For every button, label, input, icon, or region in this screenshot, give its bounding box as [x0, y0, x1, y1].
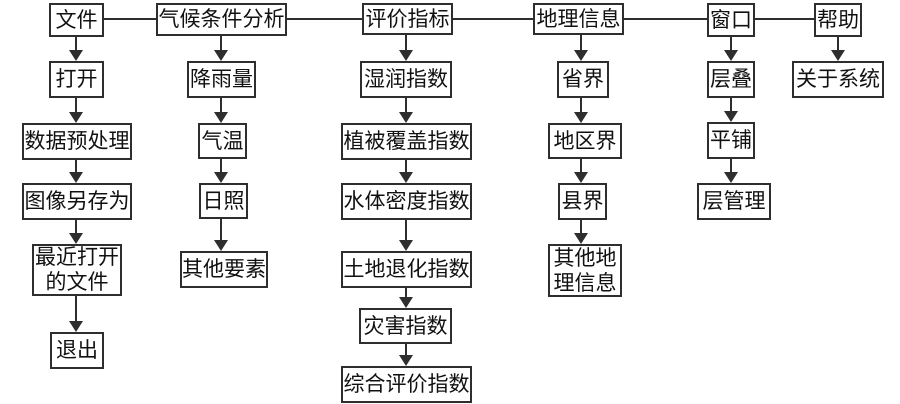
down-arrow-connector: [399, 35, 413, 61]
down-arrow-connector: [831, 37, 845, 61]
node-recent-files: 最近打开 的文件: [32, 244, 122, 296]
node-vegetation-cover-index: 植被覆盖指数: [341, 123, 472, 160]
node-other-geographic-info: 其他地 理信息: [548, 244, 622, 297]
down-arrow-connector: [399, 220, 413, 251]
node-land-degradation-index: 土地退化指数: [341, 251, 472, 288]
node-region-boundary: 地区界: [548, 123, 622, 159]
down-arrow-connector: [724, 37, 738, 61]
node-open: 打开: [49, 61, 104, 98]
node-about-system: 关于系统: [792, 61, 884, 98]
down-arrow-connector: [574, 35, 588, 61]
node-cascade: 层叠: [707, 61, 755, 98]
down-arrow-connector: [69, 98, 83, 123]
down-arrow-connector: [399, 344, 413, 366]
node-layer-management: 层管理: [697, 183, 771, 220]
down-arrow-connector: [214, 219, 228, 251]
node-geographic-info: 地理信息: [533, 3, 624, 35]
node-moisture-index: 湿润指数: [360, 61, 452, 98]
node-help: 帮助: [814, 3, 862, 37]
node-tile: 平铺: [707, 122, 755, 159]
down-arrow-connector: [69, 37, 83, 61]
node-file: 文件: [49, 3, 104, 37]
down-arrow-connector: [214, 98, 228, 123]
node-exit: 退出: [50, 332, 104, 369]
node-save-image-as: 图像另存为: [22, 183, 132, 220]
menu-level-connector-line: [104, 18, 814, 20]
node-rainfall: 降雨量: [187, 61, 256, 98]
down-arrow-connector: [399, 160, 413, 183]
node-evaluation-index: 评价指标: [362, 3, 453, 35]
down-arrow-connector: [399, 288, 413, 308]
down-arrow-connector: [399, 98, 413, 123]
node-climate-analysis: 气候条件分析: [156, 3, 287, 36]
down-arrow-connector: [574, 220, 588, 244]
node-sunshine: 日照: [199, 183, 248, 219]
node-window: 窗口: [707, 3, 755, 37]
node-data-preprocessing: 数据预处理: [22, 123, 132, 160]
node-comprehensive-evaluation-index: 综合评价指数: [341, 366, 472, 403]
down-arrow-connector: [69, 160, 83, 183]
down-arrow-connector: [214, 159, 228, 183]
node-water-density-index: 水体密度指数: [341, 183, 472, 220]
node-county-boundary: 县界: [558, 183, 607, 220]
down-arrow-connector: [574, 98, 588, 123]
down-arrow-connector: [724, 159, 738, 183]
node-other-factors: 其他要素: [180, 251, 268, 288]
node-temperature: 气温: [198, 123, 247, 159]
node-disaster-index: 灾害指数: [359, 308, 452, 344]
down-arrow-connector: [69, 220, 83, 244]
down-arrow-connector: [724, 98, 738, 122]
down-arrow-connector: [214, 36, 228, 61]
down-arrow-connector: [69, 296, 83, 332]
down-arrow-connector: [574, 159, 588, 183]
node-province-boundary: 省界: [557, 61, 609, 98]
